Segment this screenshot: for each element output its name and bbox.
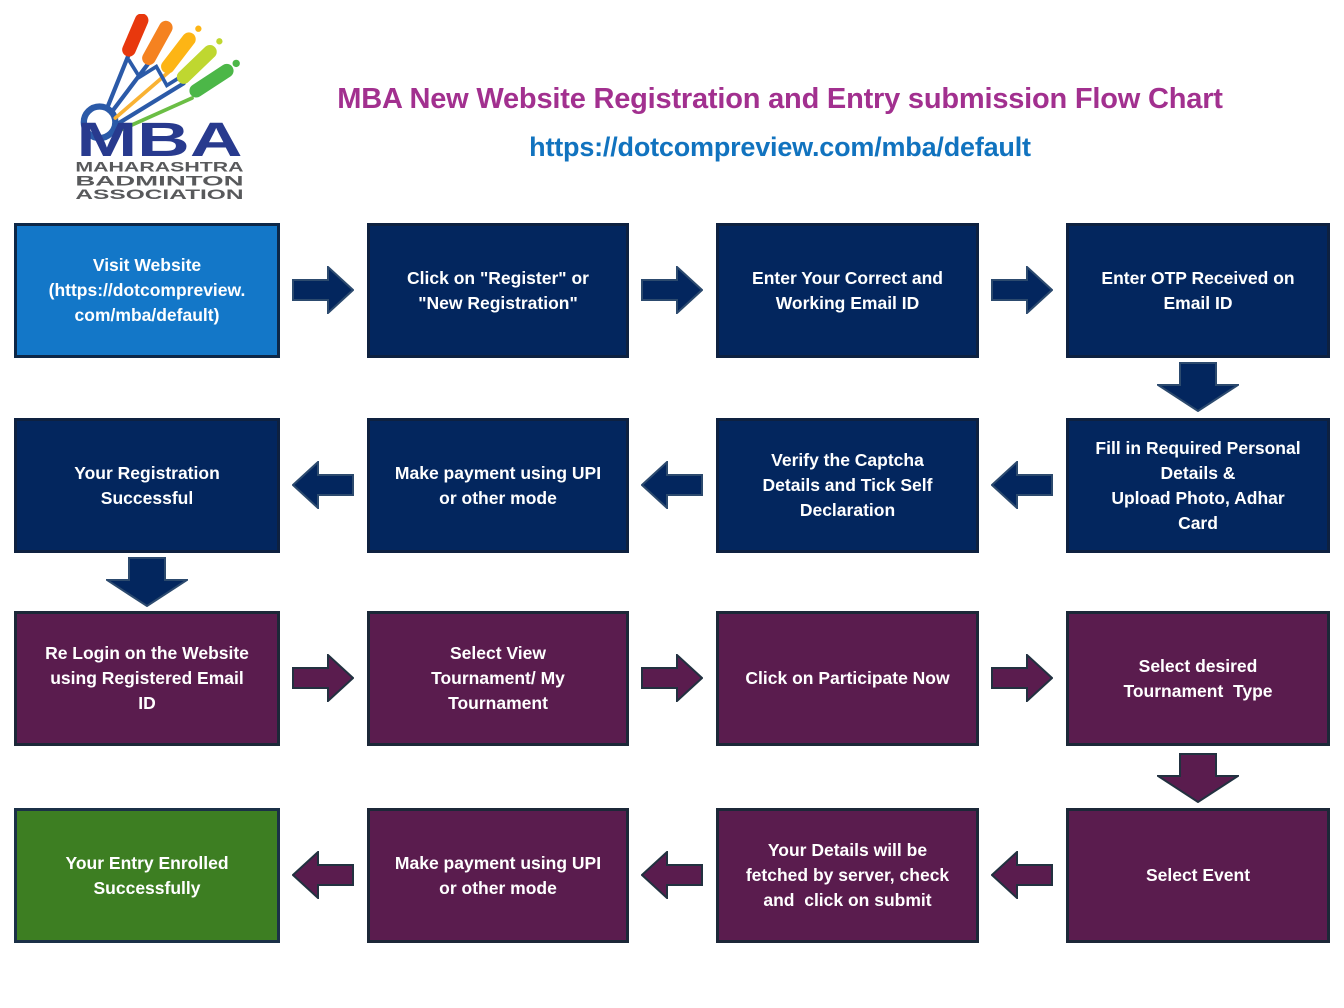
step-label: Select Event xyxy=(1145,865,1251,885)
step-box-enter-email: Enter Your Correct and Working Email ID xyxy=(716,223,979,358)
shuttle-cork xyxy=(80,103,119,142)
step-label: Visit Website (https://dotcompreview. co… xyxy=(48,255,246,325)
step-label: Your Entry Enrolled Successfully xyxy=(65,852,229,898)
arrow-right-icon xyxy=(641,266,703,314)
arrow-left-icon xyxy=(292,461,354,509)
logo-org-line: ASSOCIATION xyxy=(75,187,243,200)
shuttle-feathers xyxy=(122,13,240,98)
step-box-enter-otp: Enter OTP Received on Email ID xyxy=(1066,223,1330,358)
step-box-relogin: Re Login on the Website using Registered… xyxy=(14,611,280,746)
arrow-right-icon xyxy=(991,266,1053,314)
shuttle-strings xyxy=(104,51,194,132)
step-label: Verify the Captcha Details and Tick Self… xyxy=(762,450,933,520)
arrow-down-icon xyxy=(1157,753,1239,803)
step-label: Make payment using UPI or other mode xyxy=(394,462,602,508)
step-label: Click on Participate Now xyxy=(745,668,950,688)
step-box-details-fetched-submit: Your Details will be fetched by server, … xyxy=(716,808,979,943)
page-title: MBA New Website Registration and Entry s… xyxy=(337,83,1223,115)
arrow-right-icon xyxy=(991,654,1053,702)
mba-logo: MBA MAHARASHTRA BADMINTON ASSOCIATION xyxy=(68,13,252,202)
step-label: Your Details will be fetched by server, … xyxy=(745,840,950,910)
step-box-registration-successful: Your Registration Successful xyxy=(14,418,280,553)
arrow-right-icon xyxy=(292,654,354,702)
step-box-visit-website: Visit Website (https://dotcompreview. co… xyxy=(14,223,280,358)
step-label: Re Login on the Website using Registered… xyxy=(45,643,249,713)
arrow-left-icon xyxy=(991,851,1053,899)
step-label: Enter OTP Received on Email ID xyxy=(1101,267,1295,313)
step-label: Select desired Tournament Type xyxy=(1123,655,1273,701)
step-label: Fill in Required Personal Details & Uplo… xyxy=(1095,437,1301,533)
step-label: Make payment using UPI or other mode xyxy=(394,852,602,898)
step-label: Select View Tournament/ My Tournament xyxy=(431,643,565,713)
arrow-right-icon xyxy=(641,654,703,702)
shuttlecock-logo-icon: MBA MAHARASHTRA BADMINTON ASSOCIATION xyxy=(75,13,244,202)
step-box-entry-enrolled: Your Entry Enrolled Successfully xyxy=(14,808,280,943)
arrow-down-icon xyxy=(1157,362,1239,412)
step-box-select-view-tournament: Select View Tournament/ My Tournament xyxy=(367,611,629,746)
arrow-right-icon xyxy=(292,266,354,314)
arrow-down-icon xyxy=(106,557,188,607)
page-url: https://dotcompreview.com/mba/default xyxy=(529,132,1031,162)
step-label: Enter Your Correct and Working Email ID xyxy=(752,267,943,313)
logo-org-line: MAHARASHTRA xyxy=(75,160,243,175)
step-box-click-register: Click on "Register" or "New Registration… xyxy=(367,223,629,358)
arrow-left-icon xyxy=(991,461,1053,509)
step-box-make-payment-entry: Make payment using UPI or other mode xyxy=(367,808,629,943)
step-box-make-payment-registration: Make payment using UPI or other mode xyxy=(367,418,629,553)
arrow-left-icon xyxy=(292,851,354,899)
step-box-verify-captcha: Verify the Captcha Details and Tick Self… xyxy=(716,418,979,553)
logo-acronym: MBA xyxy=(76,113,242,167)
arrow-left-icon xyxy=(641,851,703,899)
logo-org-line: BADMINTON xyxy=(75,173,243,188)
arrow-left-icon xyxy=(641,461,703,509)
step-box-fill-personal-details: Fill in Required Personal Details & Uplo… xyxy=(1066,418,1330,553)
step-box-select-event: Select Event xyxy=(1066,808,1330,943)
step-box-participate-now: Click on Participate Now xyxy=(716,611,979,746)
step-label: Click on "Register" or "New Registration… xyxy=(407,267,589,313)
step-label: Your Registration Successful xyxy=(74,462,220,508)
step-box-select-tournament-type: Select desired Tournament Type xyxy=(1066,611,1330,746)
